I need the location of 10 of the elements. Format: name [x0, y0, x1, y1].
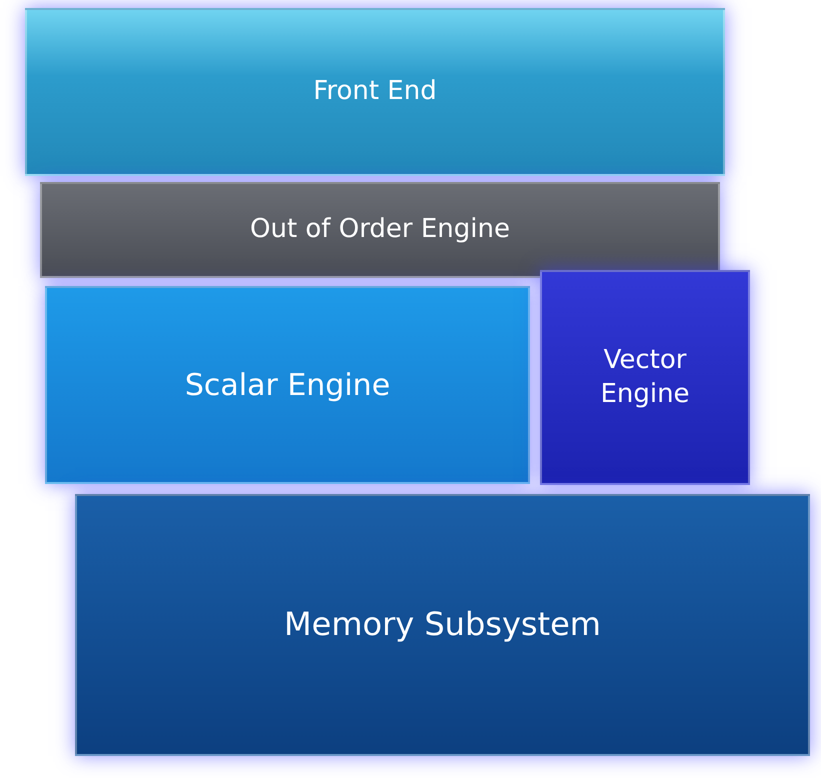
block-label: Front End [313, 75, 437, 108]
engine-block [540, 270, 750, 485]
engine-block [45, 286, 530, 484]
engine-block [40, 182, 720, 278]
engine-block [75, 494, 810, 756]
block-label: Scalar Engine [184, 366, 390, 404]
engine-block [25, 8, 725, 176]
block-label: Out of Order Engine [250, 213, 510, 246]
block-label: Vector Engine [599, 344, 691, 410]
block-label: Memory Subsystem [284, 604, 601, 646]
